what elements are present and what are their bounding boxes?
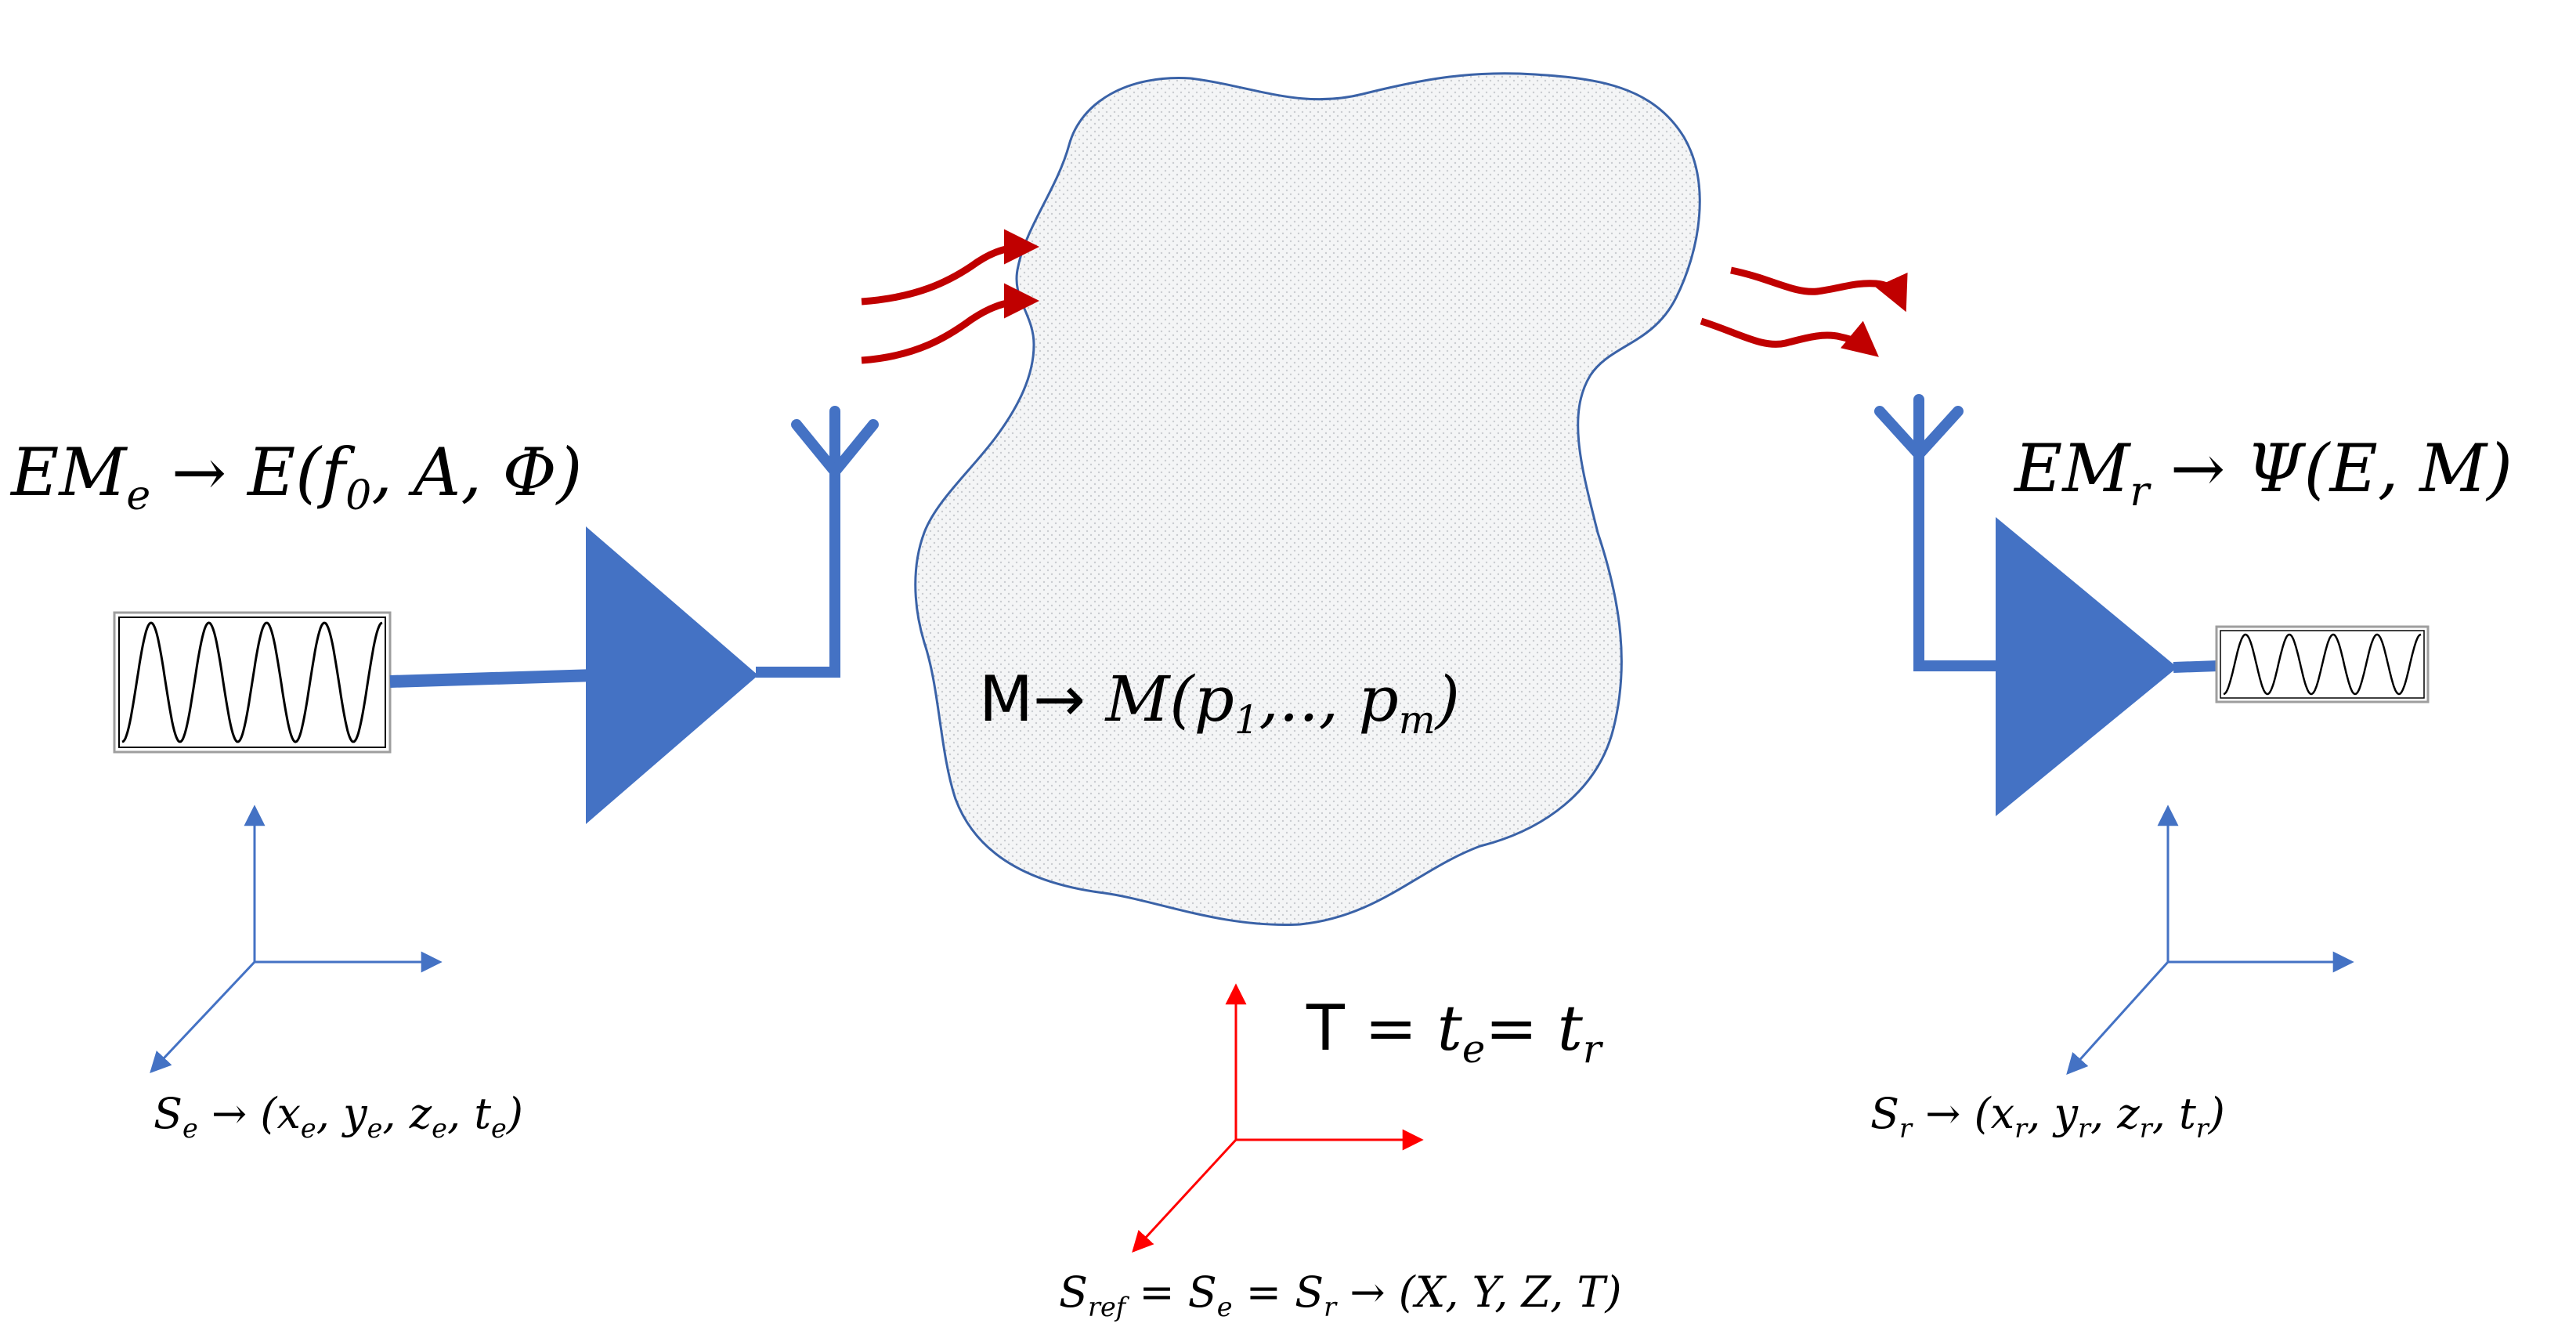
medium-blob bbox=[914, 72, 1701, 926]
axes-icon bbox=[150, 805, 443, 1073]
emitter-frame-label: Se → (xe, ye, ze, te) bbox=[154, 1089, 523, 1144]
medium-equation: M→ M(p1,.., pm) bbox=[979, 663, 1460, 743]
axes-icon bbox=[1132, 983, 1424, 1253]
amplifier-to-receiver-wire bbox=[2173, 660, 2219, 673]
time-equation: T = te= tr bbox=[1306, 992, 1604, 1072]
sine-wave-icon bbox=[2215, 625, 2430, 703]
sine-wave-icon bbox=[113, 611, 392, 754]
wave-arrow-icon bbox=[1700, 266, 1908, 357]
axes-icon bbox=[2066, 805, 2354, 1076]
antenna-icon bbox=[1874, 394, 1964, 460]
emitter-equation: EMe → E(f0, A, Φ) bbox=[9, 434, 582, 519]
amplifier-icon bbox=[1996, 517, 2177, 816]
amplifier-to-antenna-wire bbox=[756, 472, 840, 678]
generator-to-amplifier-wire bbox=[389, 669, 596, 688]
antenna-icon bbox=[791, 406, 879, 477]
receiver-frame-label: Sr → (xr, yr, zr, tr) bbox=[1870, 1089, 2225, 1144]
antenna-to-amplifier-wire bbox=[1913, 454, 2005, 671]
amplifier-icon bbox=[586, 526, 758, 824]
reference-frame-label: Sref = Se = Sr → (X, Y, Z, T) bbox=[1059, 1267, 1622, 1322]
receiver-equation: EMr → Ψ(E, M) bbox=[2013, 430, 2513, 515]
wave-arrow-icon bbox=[861, 229, 1039, 364]
